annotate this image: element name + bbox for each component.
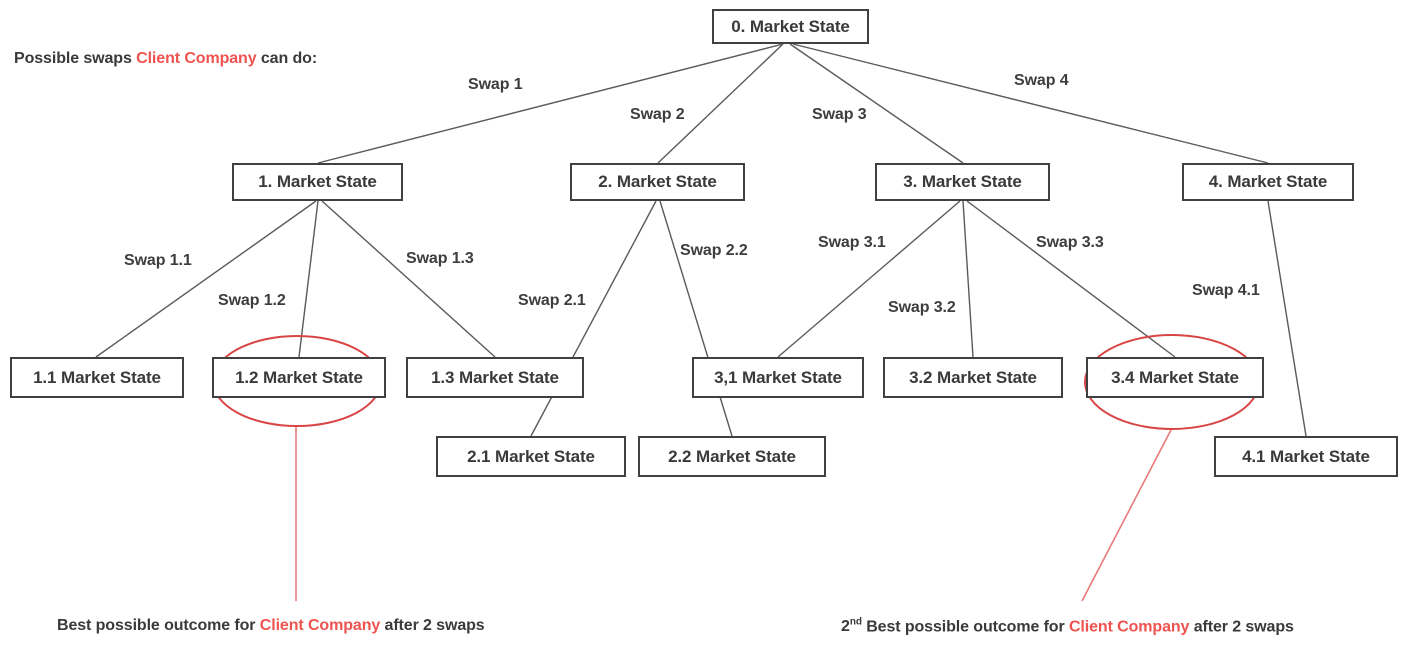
caption-left: Best possible outcome for Client Company… — [57, 617, 485, 635]
caption-ordinal-suffix: nd — [849, 617, 862, 628]
caption-prefix: Best possible outcome for — [861, 618, 1069, 636]
caption-highlight: Client Company — [259, 617, 381, 634]
state-node-label: 3. Market State — [903, 172, 1022, 191]
state-node-label: 1.1 Market State — [33, 367, 161, 387]
edge-n3-n34 — [966, 200, 1176, 358]
state-node-label: 4.1 Market State — [1242, 446, 1370, 466]
edge-n3-n31 — [777, 200, 961, 358]
caption-highlight: Client Company — [1068, 618, 1190, 636]
state-node-n1[interactable]: 1. Market State — [232, 163, 403, 201]
legend-caption: Possible swaps Client Company can do: — [14, 50, 317, 68]
state-node-label: 3.4 Market State — [1111, 367, 1239, 387]
swap-label-swap-1-3: Swap 1.3 — [406, 250, 474, 267]
caption-suffix: after 2 swaps — [380, 617, 485, 634]
caption-suffix: after 2 swaps — [1189, 618, 1294, 636]
legend-prefix: Possible swaps — [14, 50, 137, 67]
state-node-label: 1.2 Market State — [235, 367, 363, 387]
state-node-n31[interactable]: 3,1 Market State — [692, 357, 864, 398]
legend-highlight: Client Company — [136, 50, 257, 67]
swap-label-swap-1-1: Swap 1.1 — [124, 252, 192, 269]
swap-label-swap-2-1: Swap 2.1 — [518, 292, 586, 309]
state-node-n32[interactable]: 3.2 Market State — [883, 357, 1063, 398]
swap-label-swap-2: Swap 2 — [630, 106, 685, 123]
caption-ordinal: 2nd — [841, 617, 862, 636]
state-node-n11[interactable]: 1.1 Market State — [10, 357, 184, 398]
state-node-n2[interactable]: 2. Market State — [570, 163, 745, 201]
caption-prefix: Best possible outcome for — [57, 617, 260, 634]
swap-label-swap-4-1: Swap 4.1 — [1192, 282, 1260, 299]
edge-n0-n4 — [792, 43, 1269, 164]
edge-n0-n3 — [789, 43, 964, 164]
swap-label-swap-1: Swap 1 — [468, 76, 523, 93]
state-node-n34[interactable]: 3.4 Market State — [1086, 357, 1264, 398]
edge-n2-n22 — [659, 200, 733, 437]
edge-n3-n32 — [962, 200, 974, 358]
state-node-label: 1. Market State — [258, 172, 377, 191]
state-node-n4[interactable]: 4. Market State — [1182, 163, 1354, 201]
swap-label-swap-2-2: Swap 2.2 — [680, 242, 748, 259]
swap-label-swap-3-2: Swap 3.2 — [888, 299, 956, 316]
state-node-n0[interactable]: 0. Market State — [712, 9, 869, 44]
caption-right: 2nd Best possible outcome for Client Com… — [841, 617, 1294, 636]
swap-label-swap-1-2: Swap 1.2 — [218, 292, 286, 309]
state-node-label: 1.3 Market State — [431, 367, 559, 387]
edge-n0-n1 — [317, 43, 784, 164]
state-node-label: 3.2 Market State — [909, 367, 1037, 387]
state-node-n41[interactable]: 4.1 Market State — [1214, 436, 1398, 477]
edge-n1-n13 — [321, 200, 496, 358]
state-node-label: 2.1 Market State — [467, 446, 595, 466]
edge-n4-n41 — [1267, 200, 1307, 437]
state-node-label: 2. Market State — [598, 172, 717, 191]
state-node-n12[interactable]: 1.2 Market State — [212, 357, 386, 398]
edge-n1-n12 — [298, 200, 319, 358]
state-node-n3[interactable]: 3. Market State — [875, 163, 1050, 201]
legend-suffix: can do: — [256, 50, 318, 67]
swap-label-swap-3-1: Swap 3.1 — [818, 234, 886, 251]
leader-line-n34 — [1081, 427, 1173, 602]
edge-n1-n11 — [95, 200, 317, 358]
swap-label-swap-3-3: Swap 3.3 — [1036, 234, 1104, 251]
state-node-n13[interactable]: 1.3 Market State — [406, 357, 584, 398]
state-node-label: 3,1 Market State — [714, 367, 842, 387]
state-node-n21[interactable]: 2.1 Market State — [436, 436, 626, 477]
edge-n2-n21 — [530, 200, 657, 437]
state-node-label: 2.2 Market State — [668, 446, 796, 466]
swap-label-swap-4: Swap 4 — [1014, 72, 1069, 89]
swap-label-swap-3: Swap 3 — [812, 106, 867, 123]
state-node-label: 0. Market State — [731, 16, 850, 36]
state-node-label: 4. Market State — [1208, 172, 1328, 191]
state-node-n22[interactable]: 2.2 Market State — [638, 436, 826, 477]
edge-n0-n2 — [657, 43, 784, 164]
